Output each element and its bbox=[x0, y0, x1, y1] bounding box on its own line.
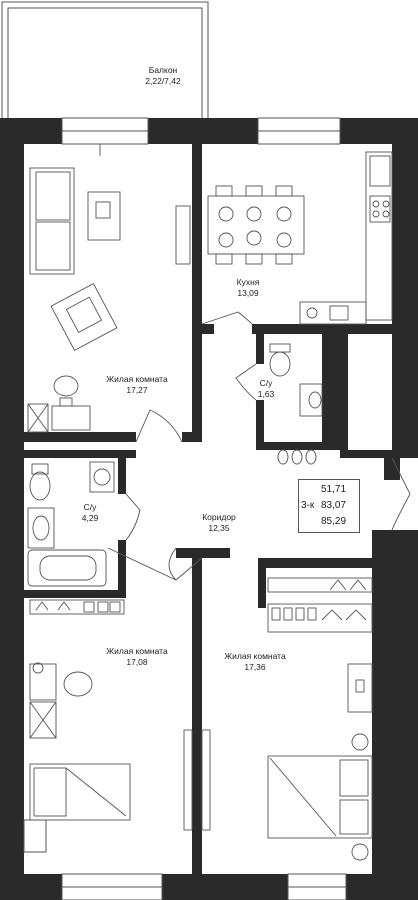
exterior-walls bbox=[0, 118, 418, 900]
balcony bbox=[1, 1, 209, 118]
living-room-1-furniture bbox=[27, 167, 191, 433]
interior-walls bbox=[24, 144, 400, 874]
area-total: 83,07 bbox=[321, 500, 347, 511]
doors bbox=[99, 144, 411, 581]
room-label-living-1: Жилая комната 17,27 bbox=[106, 374, 168, 395]
big-bathroom-fixtures bbox=[27, 461, 115, 587]
room-label-living-2: Жилая комната 17,08 bbox=[106, 646, 168, 667]
area-living: 51,71 bbox=[321, 484, 347, 495]
kitchen-furniture bbox=[207, 151, 393, 325]
room-label-bath-small: С/у 1,63 bbox=[257, 378, 275, 399]
room-label-kitchen: Кухня 13,09 bbox=[236, 277, 260, 298]
small-bathroom-fixtures bbox=[269, 343, 323, 465]
room-type: 3-к bbox=[301, 500, 315, 511]
room-label-corridor: Коридор 12,35 bbox=[202, 512, 236, 533]
windows bbox=[23, 117, 347, 900]
room-label-bath-big: С/у 4,29 bbox=[81, 502, 99, 523]
apartment-summary: 3-к 51,71 83,07 85,29 bbox=[298, 479, 360, 533]
room-label-balcony: Балкон 2,22/7,42 bbox=[145, 65, 181, 86]
living-room-3-furniture bbox=[201, 577, 373, 861]
room-label-living-3: Жилая комната 17,36 bbox=[224, 651, 286, 672]
area-with-balcony: 85,29 bbox=[321, 516, 347, 527]
living-room-2-furniture bbox=[29, 599, 193, 831]
